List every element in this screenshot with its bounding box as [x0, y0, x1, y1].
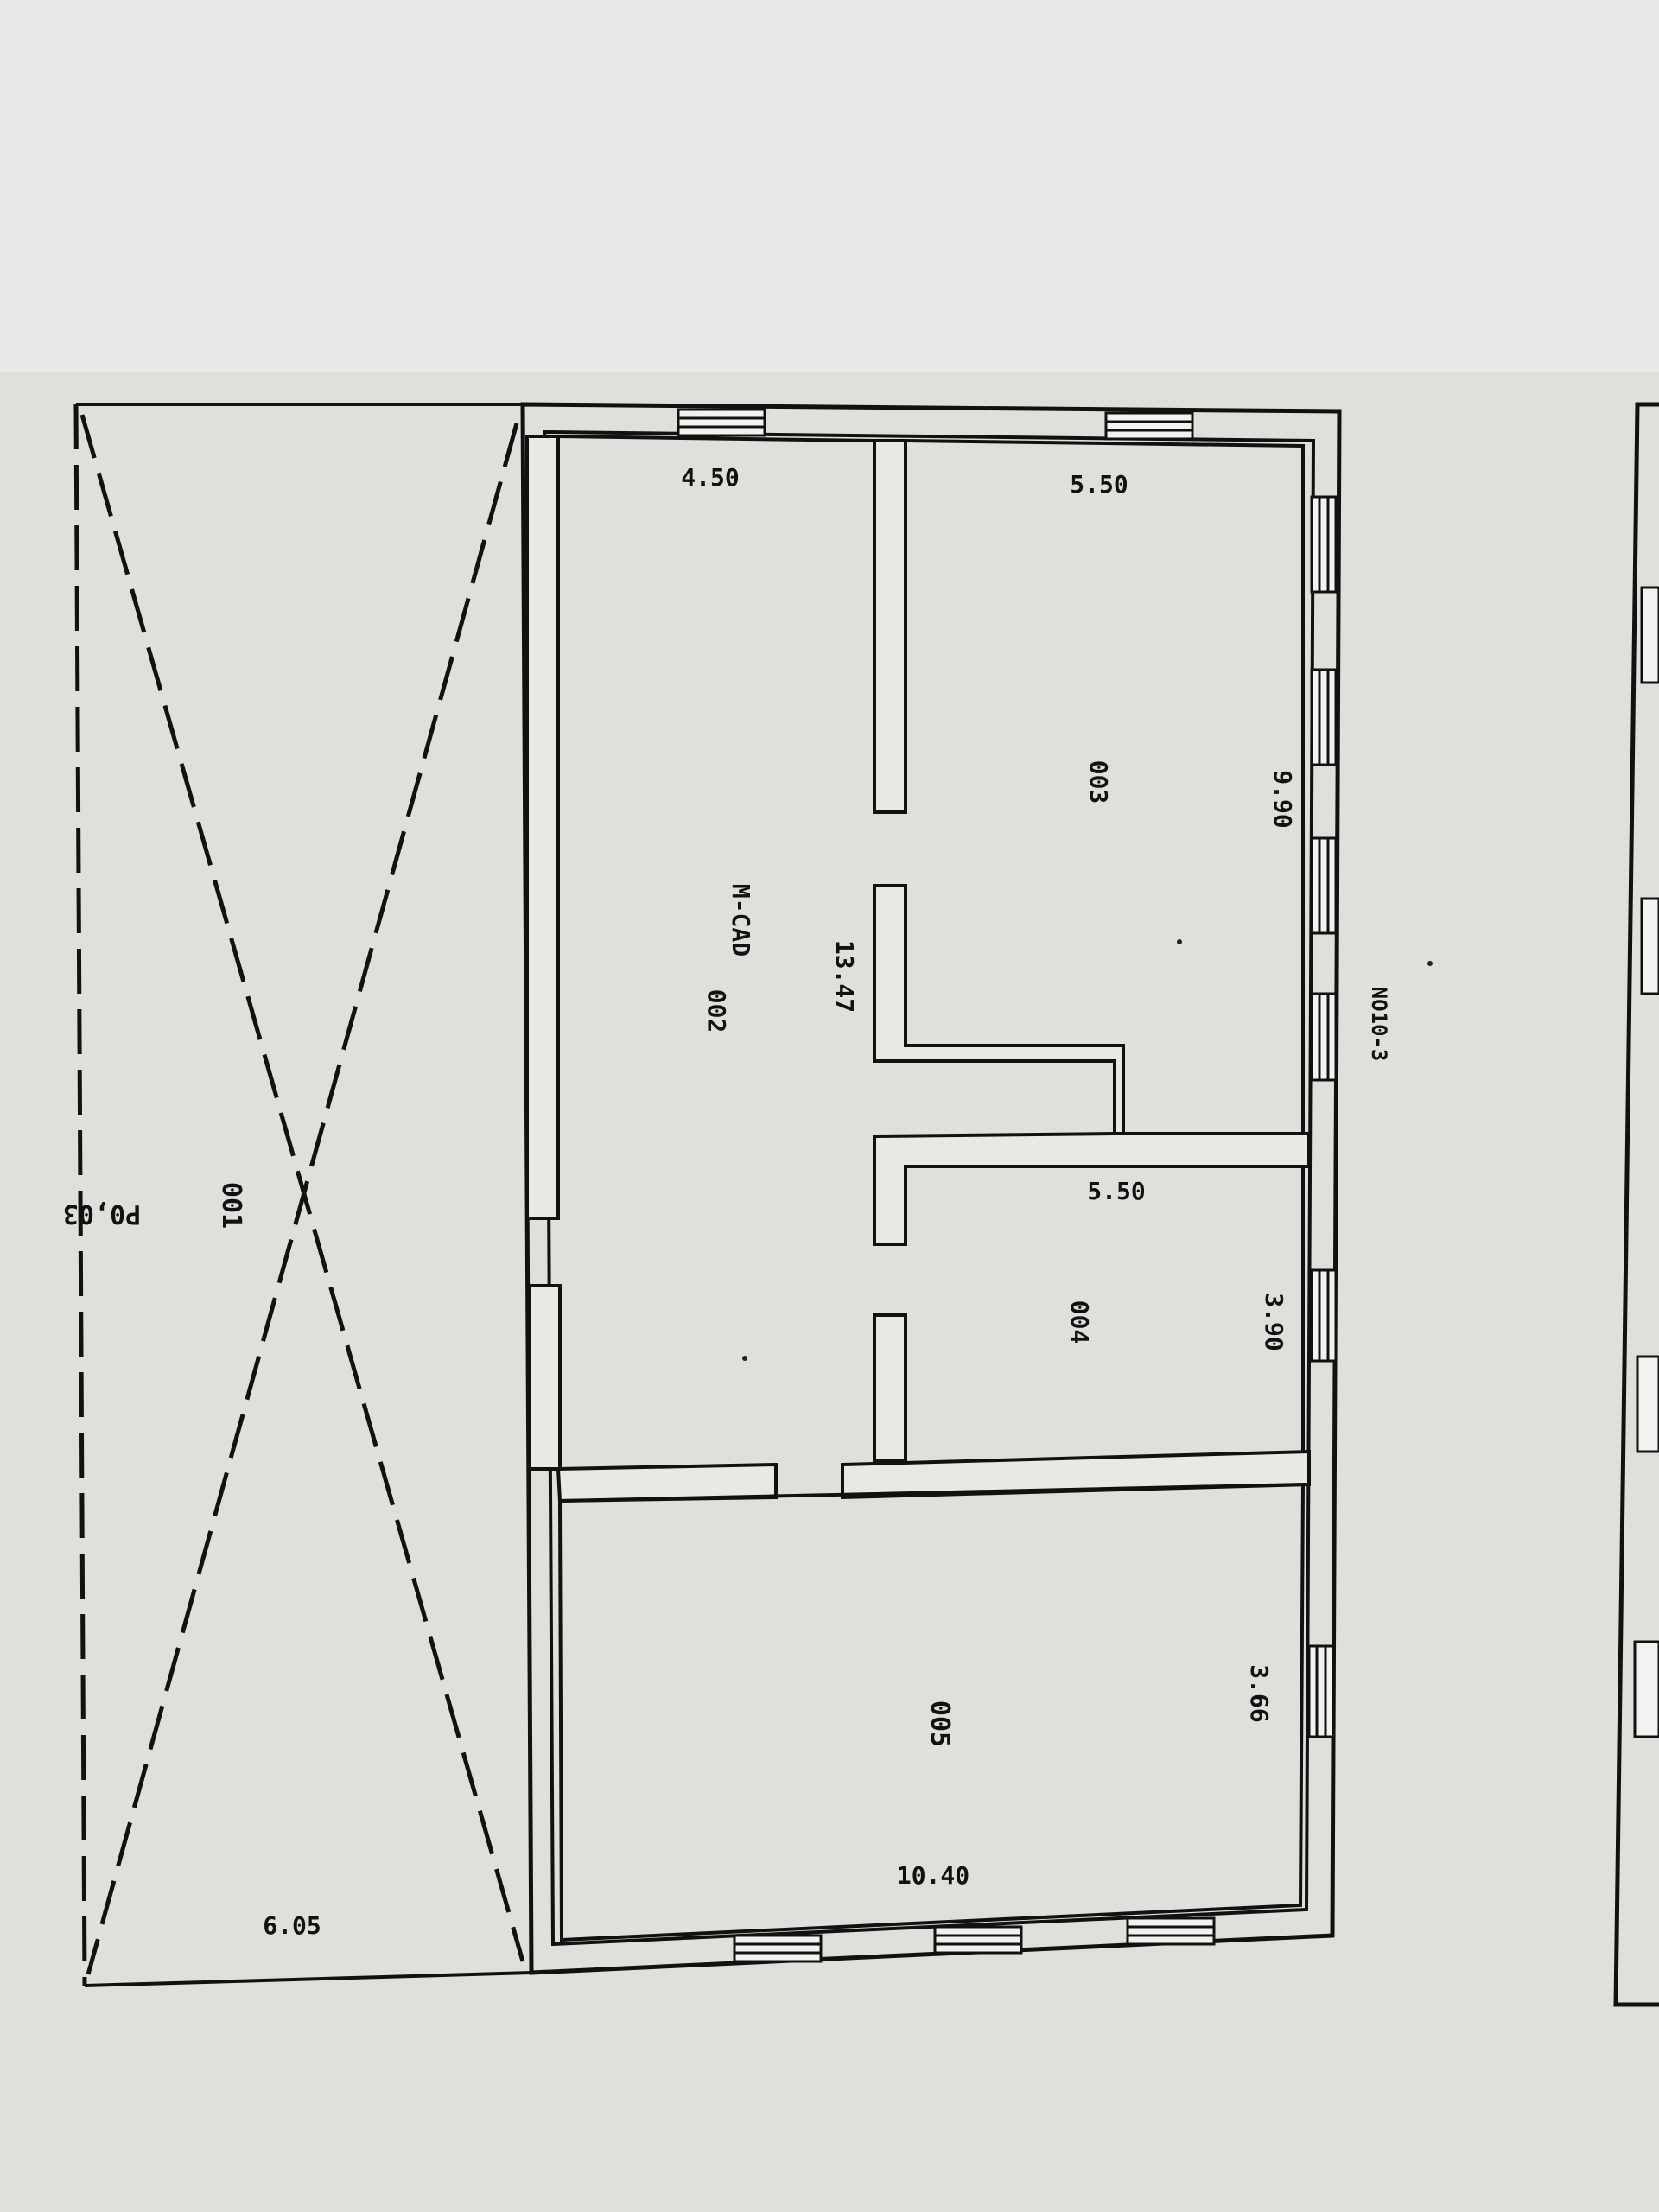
window-right-5 [1310, 1268, 1338, 1363]
window-right-6 [1307, 1644, 1335, 1738]
room-003-depth: 9.90 [1268, 770, 1297, 828]
room-004-id: 004 [1065, 1300, 1094, 1344]
room-004-depth: 3.90 [1260, 1293, 1288, 1351]
room-003-id: 003 [1084, 760, 1113, 804]
room-001-id: 001 [216, 1182, 246, 1229]
window-right-2 [1310, 668, 1338, 766]
windows [677, 408, 1338, 1963]
room-003-width: 5.50 [1070, 470, 1128, 499]
window-bottom-2 [933, 1925, 1023, 1955]
paper-specks [742, 939, 1433, 1361]
room-002-id: 002 [702, 989, 731, 1033]
corridor-length: 13.47 [830, 940, 859, 1013]
sheet-reference: NO10-3 [1367, 987, 1391, 1062]
room-outlines [557, 435, 1306, 1942]
room-002-length: 4.50 [681, 463, 739, 492]
window-right-4 [1310, 992, 1338, 1082]
paper-shadow [0, 372, 1659, 2212]
room-004-width: 5.50 [1087, 1177, 1145, 1205]
exterior-width: 6.05 [263, 1911, 321, 1940]
exterior-label: P0,03 [63, 1198, 141, 1229]
room-005-depth: 3.66 [1245, 1664, 1274, 1722]
room-005-width: 10.40 [897, 1861, 969, 1890]
window-right-3 [1310, 836, 1338, 935]
adjacent-plan-edge [1613, 402, 1659, 2007]
paper-highlight [0, 0, 1659, 372]
labels: P0,03 001 6.05 4.50 M-CAD 002 13.47 5.50… [63, 463, 1391, 1940]
room-002-name: M-CAD [727, 884, 755, 957]
window-bottom-3 [1126, 1916, 1216, 1946]
window-bottom-1 [733, 1934, 823, 1963]
window-right-1 [1310, 495, 1338, 594]
window-top-1 [677, 408, 766, 437]
exterior-area [73, 403, 532, 1987]
window-top-2 [1104, 411, 1194, 441]
room-005-id: 005 [925, 1700, 955, 1747]
